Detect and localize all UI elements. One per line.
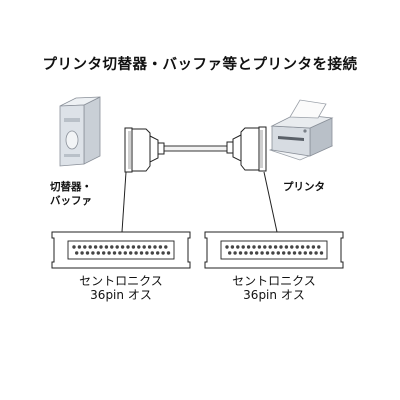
connector-pin bbox=[319, 251, 324, 255]
connector-pin bbox=[303, 251, 307, 255]
connector-pin bbox=[158, 245, 163, 249]
connector-pin bbox=[311, 245, 316, 249]
connector-pin bbox=[273, 245, 278, 249]
right-connector-face-icon bbox=[204, 231, 344, 269]
connector-pin bbox=[249, 251, 253, 255]
printer-label: プリンタ bbox=[283, 181, 325, 193]
connector-pin bbox=[246, 245, 251, 249]
left-connector-type: セントロニクス bbox=[79, 274, 163, 288]
connector-pin bbox=[292, 251, 297, 255]
connector-pin bbox=[314, 251, 318, 255]
connector-pin bbox=[287, 251, 291, 255]
connector-pin bbox=[265, 251, 270, 255]
connector-pin bbox=[126, 245, 130, 249]
connector-pin bbox=[80, 251, 84, 255]
connector-pin bbox=[131, 245, 136, 249]
connector-pin bbox=[139, 251, 144, 255]
connector-pin bbox=[255, 251, 259, 255]
connector-pin bbox=[233, 251, 237, 255]
connector-pin bbox=[300, 245, 305, 249]
connector-pin bbox=[72, 245, 76, 249]
connector-pin bbox=[93, 245, 98, 249]
connector-pin bbox=[263, 245, 267, 249]
connector-pin bbox=[110, 245, 114, 249]
connector-pin bbox=[282, 251, 286, 255]
connector-pin bbox=[164, 245, 168, 249]
right-cable-plug-icon bbox=[226, 126, 267, 172]
connector-pin bbox=[279, 245, 283, 249]
switch-buffer-label-line2: バッファ bbox=[50, 195, 92, 207]
connector-pin bbox=[150, 251, 154, 255]
connector-pin bbox=[85, 251, 90, 255]
connector-pin bbox=[244, 251, 248, 255]
connector-pin bbox=[77, 245, 82, 249]
connector-pin bbox=[115, 245, 119, 249]
switch-buffer-label-line1: 切替器・ bbox=[50, 181, 92, 193]
connector-pin bbox=[257, 245, 262, 249]
connector-pin bbox=[123, 251, 128, 255]
connector-pin bbox=[88, 245, 92, 249]
connector-pin bbox=[284, 245, 289, 249]
left-connector-spec: 36pin オス bbox=[90, 288, 152, 302]
right-connector-spec: 36pin オス bbox=[243, 288, 305, 302]
connector-pin bbox=[268, 245, 272, 249]
left-cable-plug-icon bbox=[124, 127, 165, 173]
connector-pin bbox=[236, 245, 240, 249]
connector-pin bbox=[317, 245, 321, 249]
switch-buffer-label: 切替器・ バッファ bbox=[34, 180, 108, 208]
connector-pin bbox=[298, 251, 302, 255]
printer-device-icon bbox=[268, 99, 334, 161]
connector-pin bbox=[91, 251, 95, 255]
connector-pin bbox=[107, 251, 111, 255]
connector-pin bbox=[295, 245, 299, 249]
right-connector-type: セントロニクス bbox=[232, 274, 316, 288]
connector-pin bbox=[276, 251, 280, 255]
connector-pin bbox=[112, 251, 117, 255]
diagram-title: プリンタ切替器・バッファ等とプリンタを接続 bbox=[42, 57, 358, 73]
connector-pin bbox=[104, 245, 109, 249]
connector-pin bbox=[306, 245, 310, 249]
connector-pin bbox=[137, 245, 141, 249]
right-leader-line bbox=[263, 171, 278, 233]
connector-pin bbox=[142, 245, 146, 249]
switch-buffer-device-icon bbox=[59, 96, 101, 167]
connector-pin bbox=[99, 245, 103, 249]
connector-pin bbox=[228, 251, 232, 255]
connector-pin bbox=[147, 245, 152, 249]
connector-pin bbox=[96, 251, 100, 255]
connector-pin bbox=[102, 251, 106, 255]
connector-pin bbox=[225, 245, 229, 249]
connector-pin bbox=[166, 251, 171, 255]
connector-pin bbox=[230, 245, 235, 249]
connector-pin bbox=[238, 251, 243, 255]
connector-pin bbox=[161, 251, 165, 255]
connector-pin bbox=[290, 245, 294, 249]
left-connector-label: セントロニクス 36pin オス bbox=[52, 274, 190, 302]
connector-pin bbox=[145, 251, 149, 255]
connector-pin bbox=[134, 251, 138, 255]
connector-pin bbox=[129, 251, 133, 255]
connector-pin bbox=[260, 251, 264, 255]
connector-pin bbox=[241, 245, 245, 249]
connector-pin bbox=[309, 251, 313, 255]
connector-pin bbox=[252, 245, 256, 249]
connector-pin bbox=[153, 245, 157, 249]
connector-pin bbox=[118, 251, 122, 255]
connector-pin bbox=[271, 251, 275, 255]
right-connector-label: セントロニクス 36pin オス bbox=[205, 274, 343, 302]
connector-pin bbox=[120, 245, 125, 249]
left-leader-line bbox=[121, 171, 127, 233]
connector-pin bbox=[75, 251, 79, 255]
connector-pin bbox=[156, 251, 160, 255]
connector-pin bbox=[83, 245, 87, 249]
left-connector-face-icon bbox=[51, 231, 191, 269]
